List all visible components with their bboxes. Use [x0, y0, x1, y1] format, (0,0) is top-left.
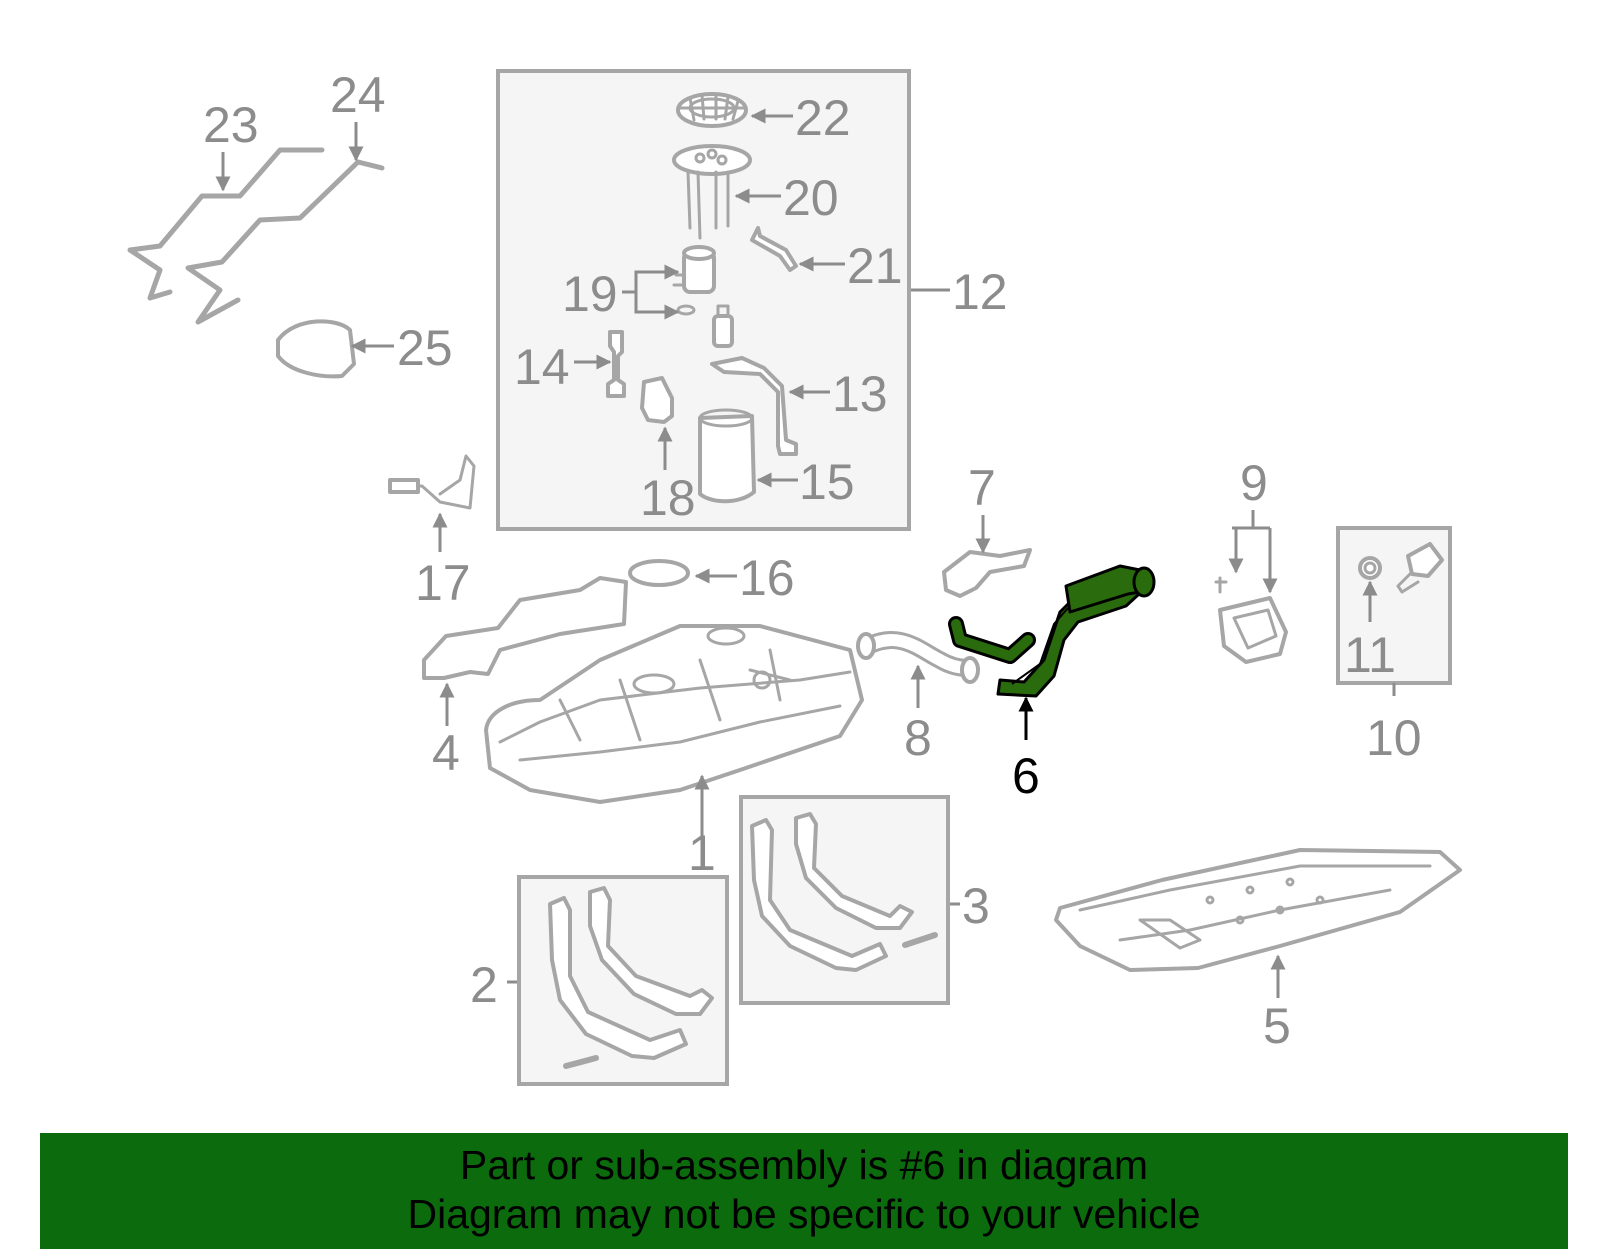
part-22-lock-ring[interactable] — [676, 92, 748, 128]
part-5-skid-plate[interactable] — [1054, 848, 1462, 972]
part-24-line[interactable] — [185, 159, 385, 325]
callout-8: 8 — [904, 710, 932, 766]
callout-15: 15 — [799, 454, 855, 510]
part-15-reservoir[interactable] — [698, 408, 756, 504]
callout-4: 4 — [432, 725, 460, 781]
callout-23: 23 — [203, 97, 259, 153]
part-4-protector[interactable] — [422, 576, 628, 680]
callout-9: 9 — [1240, 455, 1268, 511]
part-19-filter[interactable] — [712, 304, 734, 348]
part-19-fuel-pump[interactable] — [672, 245, 716, 316]
part-7-bracket[interactable] — [942, 548, 1032, 598]
part-3-straps[interactable] — [750, 812, 938, 972]
callout-18: 18 — [640, 470, 696, 526]
callout-24: 24 — [330, 67, 386, 123]
callout-22: 22 — [795, 90, 851, 146]
part-17-connector — [388, 478, 420, 494]
part-17-sensor[interactable] — [390, 454, 476, 510]
callout-7: 7 — [968, 460, 996, 516]
callout-21: 21 — [847, 238, 903, 294]
part-16-gasket[interactable] — [628, 559, 690, 587]
callout-17: 17 — [415, 555, 471, 611]
part-6-filler-pipe[interactable] — [948, 564, 1156, 698]
callout-20: 20 — [783, 170, 839, 226]
banner-line-2: Diagram may not be specific to your vehi… — [407, 1191, 1201, 1237]
callout-13: 13 — [832, 366, 888, 422]
part-13-sender[interactable] — [710, 356, 798, 456]
callout-12: 12 — [952, 264, 1008, 320]
banner-line-1: Part or sub-assembly is #6 in diagram — [459, 1142, 1149, 1188]
part-21-bracket[interactable] — [750, 226, 798, 272]
callout-14: 14 — [514, 339, 570, 395]
part-23-line[interactable] — [127, 147, 325, 301]
callout-3: 3 — [962, 878, 990, 934]
part-25-cover[interactable] — [276, 319, 356, 379]
part-2-straps[interactable] — [548, 886, 714, 1069]
callout-6: 6 — [1012, 748, 1040, 804]
callout-10: 10 — [1366, 710, 1422, 766]
part-8-hose[interactable] — [856, 631, 980, 684]
part-1-fuel-tank[interactable] — [484, 624, 864, 804]
part-9-filler-box[interactable] — [1214, 576, 1288, 664]
part-18-part[interactable] — [640, 376, 674, 424]
callout-5: 5 — [1263, 998, 1291, 1054]
callout-1: 1 — [688, 825, 716, 881]
callout-25: 25 — [397, 320, 453, 376]
part-11-cap[interactable] — [1358, 542, 1444, 594]
info-banner: Part or sub-assembly is #6 in diagram Di… — [40, 1133, 1568, 1249]
callout-2: 2 — [470, 957, 498, 1013]
part-14-sensor[interactable] — [606, 330, 626, 398]
part-20-pump-bracket[interactable] — [672, 144, 752, 240]
callout-11: 11 — [1344, 627, 1396, 683]
callout-16: 16 — [739, 550, 795, 606]
callout-19: 19 — [562, 266, 618, 322]
